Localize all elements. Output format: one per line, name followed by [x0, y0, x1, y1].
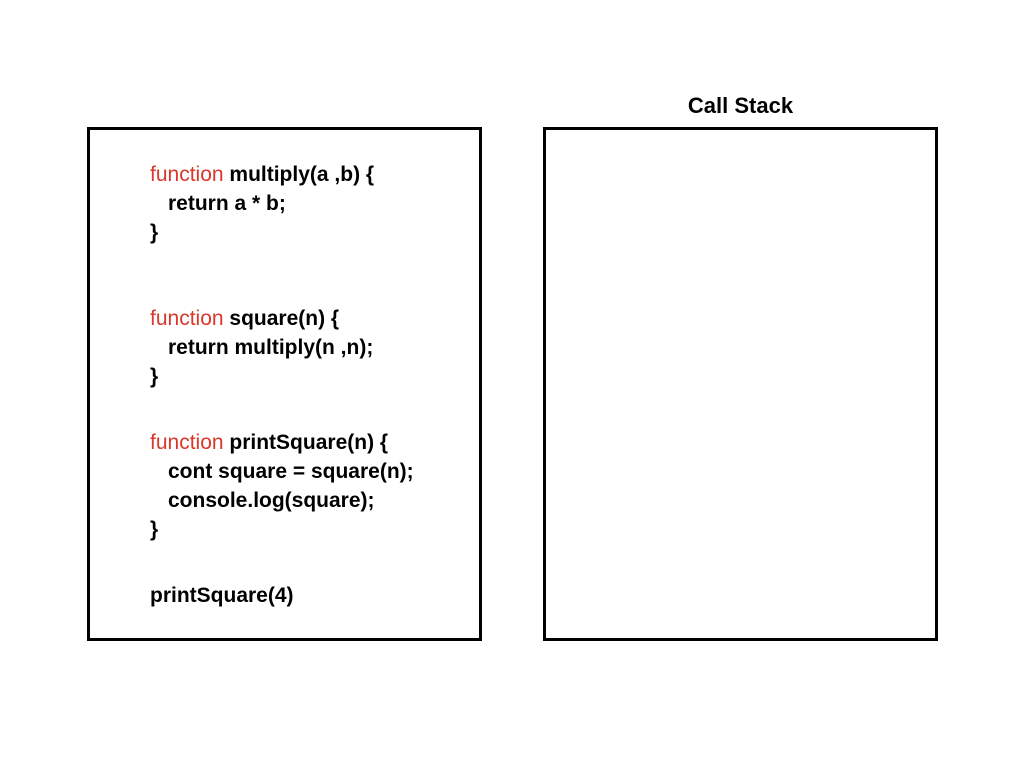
code-text: multiply(a ,b) {	[223, 163, 375, 186]
code-text: square(n) {	[223, 307, 340, 330]
code-line-multiply-return: return a * b;	[168, 190, 286, 218]
keyword-function: function	[150, 431, 224, 454]
code-line-multiply-decl: function multiply(a ,b) {	[150, 161, 374, 189]
code-line-printsquare-decl: function printSquare(n) {	[150, 429, 388, 457]
keyword-function: function	[150, 163, 224, 186]
code-text: printSquare(n) {	[223, 431, 389, 454]
code-line-printsquare-close: }	[150, 516, 158, 544]
code-text: cont square = square(n);	[168, 460, 414, 483]
code-text: return a * b;	[168, 192, 286, 215]
code-line-printsquare-log: console.log(square);	[168, 487, 375, 515]
code-line-square-decl: function square(n) {	[150, 305, 339, 333]
code-line-printsquare-assign: cont square = square(n);	[168, 458, 414, 486]
code-text: }	[150, 365, 159, 388]
code-text: return multiply(n ,n);	[168, 336, 374, 359]
code-text: }	[150, 518, 159, 541]
call-stack-title: Call Stack	[687, 93, 794, 118]
code-line-square-return: return multiply(n ,n);	[168, 334, 373, 362]
code-line-square-close: }	[150, 363, 158, 391]
code-line-printsquare-call: printSquare(4)	[150, 582, 294, 610]
code-line-multiply-close: }	[150, 219, 158, 247]
code-text: }	[150, 221, 159, 244]
code-panel	[87, 127, 482, 641]
code-text: console.log(square);	[168, 489, 375, 512]
keyword-function: function	[150, 307, 224, 330]
code-text: printSquare(4)	[150, 584, 294, 607]
call-stack-panel	[543, 127, 938, 641]
